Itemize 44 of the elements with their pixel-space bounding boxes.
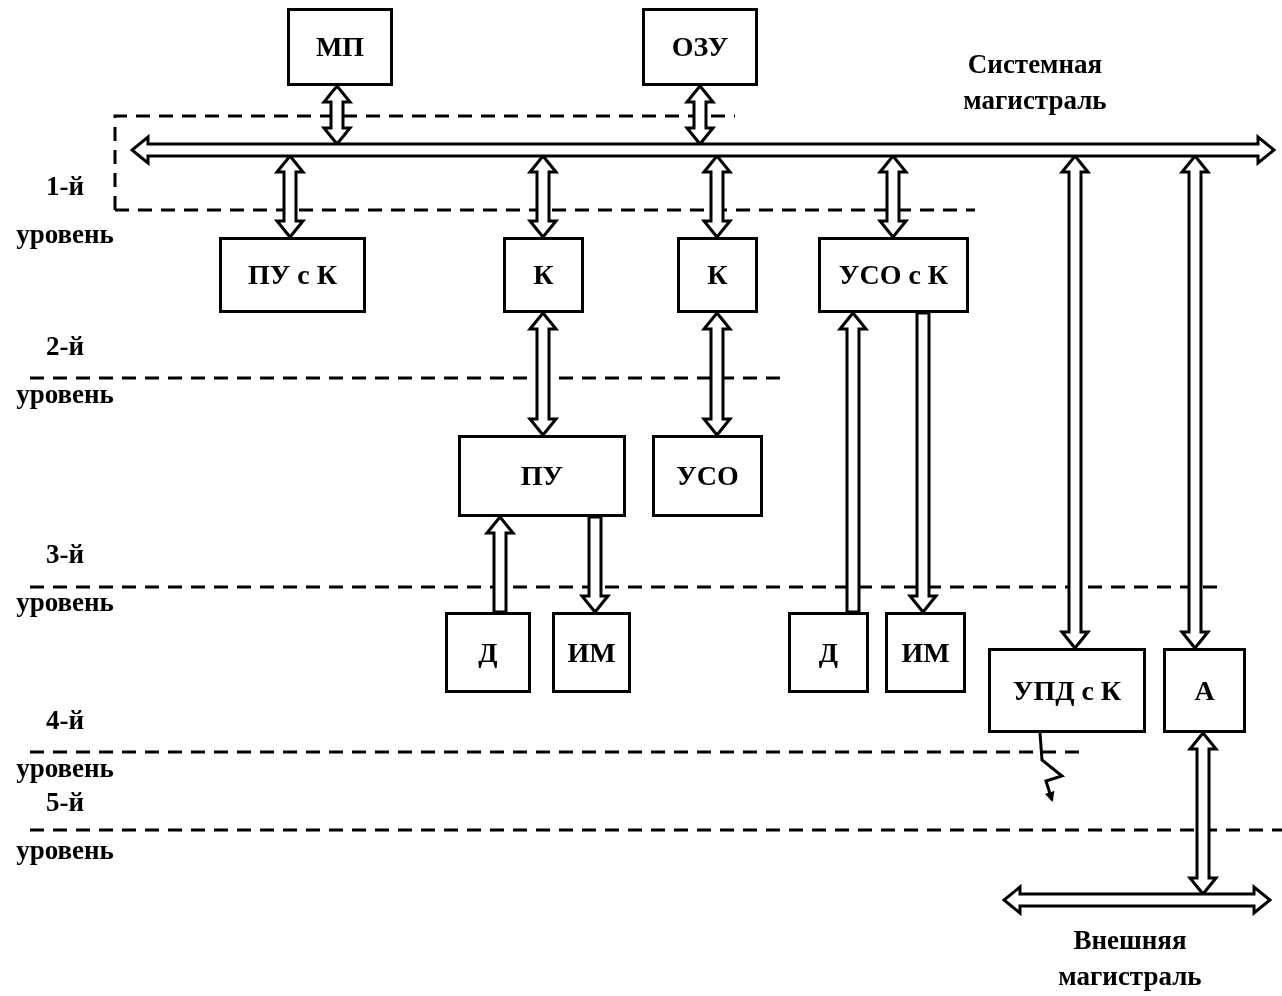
block-box — [287, 8, 393, 86]
block-label: ОЗУ — [671, 31, 729, 63]
block-label: Д — [818, 636, 839, 669]
bus-label: Внешняя магистраль — [1057, 924, 1203, 993]
double-line-arrow — [483, 514, 517, 614]
double-line-arrow — [836, 310, 870, 614]
block-label: ПУ с К — [247, 259, 338, 291]
block-label: К — [707, 259, 728, 291]
level-label: 5-й уровень — [15, 786, 115, 867]
double-line-arrow — [578, 515, 612, 615]
block-label: УСО — [676, 460, 739, 492]
block-label: ПУ — [520, 460, 564, 492]
bus-label: Системная магистраль — [962, 48, 1108, 117]
block-box — [642, 8, 758, 86]
block-box — [219, 237, 366, 313]
block-box — [652, 435, 763, 517]
block-label: ИМ — [567, 636, 616, 669]
level-label: 4-й уровень — [15, 704, 115, 785]
block-label: УПД с К — [1012, 674, 1122, 707]
block-label: Д — [478, 636, 498, 669]
block-box — [885, 612, 966, 693]
block-box — [788, 612, 869, 693]
double-line-arrow — [526, 310, 560, 438]
block-label: УСО с К — [838, 259, 949, 291]
block-box — [458, 435, 626, 517]
bus-double-arrow — [1002, 884, 1272, 916]
block-box — [445, 612, 531, 693]
lightning-arrow — [1038, 732, 1066, 802]
bus-double-arrow — [130, 134, 1276, 166]
block-label: К — [533, 259, 554, 291]
level-label: 3-й уровень — [15, 538, 115, 619]
block-box — [818, 237, 969, 313]
block-label: А — [1194, 674, 1215, 707]
double-line-arrow — [700, 310, 734, 438]
level-label: 1-й уровень — [15, 170, 115, 251]
block-box — [503, 237, 584, 313]
block-label: ИМ — [901, 636, 950, 669]
block-box — [552, 612, 631, 693]
block-box — [677, 237, 758, 313]
block-box — [1163, 648, 1246, 733]
block-label: МП — [315, 31, 365, 63]
level-label: 2-й уровень — [15, 330, 115, 411]
block-box — [988, 648, 1146, 733]
double-line-arrow — [906, 311, 940, 615]
